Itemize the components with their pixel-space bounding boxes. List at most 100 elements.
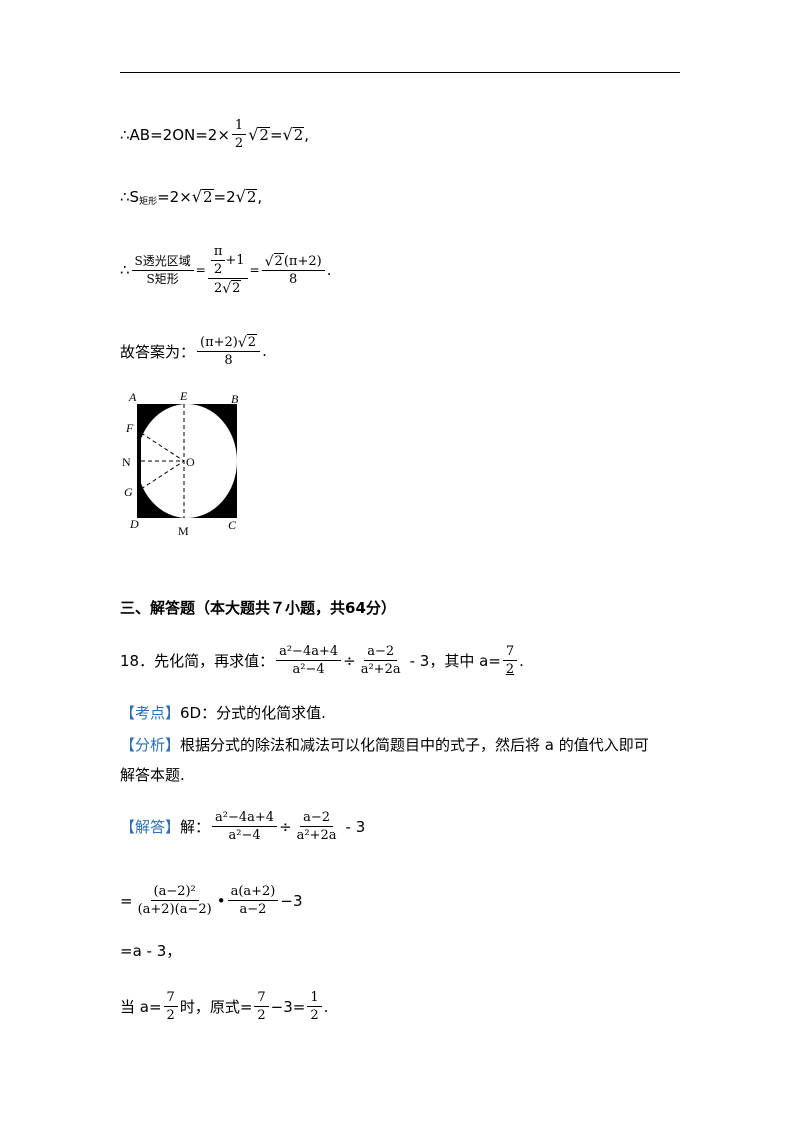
kaodian-line: 【考点】 6D：分式的化简求值. bbox=[120, 702, 326, 723]
tag: 【考点】 bbox=[120, 704, 181, 722]
text: 故答案为： bbox=[120, 342, 196, 361]
text: =2× bbox=[157, 188, 192, 206]
radicand: 2 bbox=[258, 125, 270, 144]
numerator: 7 bbox=[502, 644, 518, 661]
fraction-answer: (π+2) √2 8 bbox=[197, 334, 261, 368]
label-b: B bbox=[231, 392, 239, 406]
fraction-2: 7 2 bbox=[254, 990, 269, 1023]
numerator: (a−2)² bbox=[150, 884, 199, 901]
text: ∴ bbox=[120, 261, 130, 279]
numerator: S透光区域 bbox=[131, 254, 194, 271]
answer-line: 故答案为： (π+2) √2 8 . bbox=[120, 334, 267, 368]
sqrt: √2 bbox=[248, 124, 270, 144]
denominator: 8 bbox=[289, 272, 298, 287]
radicand: 2 bbox=[292, 125, 305, 144]
label-n: N bbox=[122, 455, 131, 469]
denominator: 2 bbox=[310, 1008, 319, 1023]
solution-line-ab: ∴AB=2ON=2× 1 2 √2 = √2 , bbox=[120, 118, 309, 151]
circle bbox=[137, 404, 237, 518]
sqrt: √2 bbox=[235, 187, 258, 206]
text: −3= bbox=[270, 997, 306, 1016]
solution-line-area: ∴S 矩形 =2× √2 =2 √2 , bbox=[120, 187, 263, 207]
text: = bbox=[249, 263, 260, 277]
sqrt: √2 bbox=[191, 187, 214, 206]
denominator: 2 √2 bbox=[211, 279, 244, 296]
dashed-lines bbox=[140, 404, 185, 518]
fraction-1: 7 2 bbox=[163, 990, 178, 1023]
denominator: a²+2a bbox=[360, 662, 401, 677]
label-c: C bbox=[228, 518, 237, 532]
jieda-line: 【解答】 解： a²−4a+4 a²−4 ÷ a−2 a²+2a - 3 bbox=[120, 810, 365, 843]
fraction-half: 1 2 bbox=[231, 118, 247, 151]
text: 根据分式的除法和减法可以化简题目中的式子，然后将 a 的值代入即可 bbox=[180, 736, 649, 754]
denominator: a−2 bbox=[239, 902, 267, 917]
step-3: 当 a= 7 2 时，原式= 7 2 −3= 1 2 . bbox=[120, 990, 328, 1023]
label-d: D bbox=[129, 517, 139, 531]
text: = bbox=[269, 125, 283, 144]
numerator: a(a+2) bbox=[227, 884, 279, 901]
text: • bbox=[216, 891, 226, 910]
numerator: π 2 +1 bbox=[207, 244, 248, 279]
header-rule bbox=[120, 72, 680, 73]
tag: 【解答】 bbox=[120, 818, 181, 836]
text: ∴AB=2ON=2× bbox=[120, 125, 230, 144]
label-g: G bbox=[124, 485, 133, 499]
fenxi-line-2: 解答本题. bbox=[120, 766, 185, 784]
sqrt: √2 bbox=[264, 253, 284, 270]
text: 时，原式= bbox=[179, 998, 253, 1016]
fraction-2: a−2 a²+2a bbox=[294, 810, 340, 843]
numerator: 7 bbox=[163, 990, 178, 1007]
text: +1 bbox=[225, 253, 245, 268]
denominator: 8 bbox=[224, 353, 233, 368]
text: =2 bbox=[213, 188, 236, 206]
text: ÷ bbox=[343, 651, 356, 670]
subscript: 矩形 bbox=[139, 196, 158, 207]
numerator: a²−4a+4 bbox=[276, 644, 342, 661]
text: −3 bbox=[280, 891, 303, 910]
step-2: =a - 3， bbox=[120, 942, 182, 960]
fraction-pi-half: π 2 bbox=[210, 244, 226, 277]
radicand: 2 bbox=[245, 188, 258, 206]
left-edge bbox=[137, 404, 141, 518]
fraction-a-value: 7 2 bbox=[502, 644, 518, 677]
denominator: a²−4 bbox=[228, 828, 261, 843]
radicand: 2 bbox=[231, 280, 242, 296]
numerator: 7 bbox=[254, 990, 269, 1007]
text: , bbox=[257, 188, 263, 206]
label-f: F bbox=[125, 421, 134, 435]
sqrt: √2 bbox=[222, 280, 242, 297]
text: - 3，其中 a= bbox=[409, 652, 501, 670]
text: - 3 bbox=[345, 817, 366, 836]
section-title: 三、解答题（本大题共７小题，共64分） bbox=[120, 599, 396, 617]
text: (π+2) bbox=[283, 254, 322, 269]
text: (π+2) bbox=[200, 335, 238, 350]
text: 6D：分式的化简求值. bbox=[180, 704, 326, 722]
fraction-1: a²−4a+4 a²−4 bbox=[212, 810, 278, 843]
denominator: 2 bbox=[213, 262, 223, 277]
text: 2 bbox=[213, 281, 223, 296]
fraction-1: (a−2)² (a+2)(a−2) bbox=[135, 884, 215, 917]
fraction-3: 1 2 bbox=[307, 990, 322, 1023]
label-o: O bbox=[186, 455, 195, 469]
radicand: 2 bbox=[273, 253, 284, 269]
denominator: 2 bbox=[166, 1008, 175, 1023]
text: ÷ bbox=[279, 817, 292, 836]
tag: 【分析】 bbox=[120, 736, 181, 754]
denominator: S矩形 bbox=[146, 271, 179, 286]
text: , bbox=[304, 125, 310, 144]
solution-line-ratio: ∴ S透光区域 S矩形 = π 2 +1 2 √2 = √2 (π+2) 8 . bbox=[120, 244, 331, 296]
denominator: 2 bbox=[257, 1008, 266, 1023]
text: . bbox=[326, 261, 332, 279]
text: = bbox=[120, 891, 133, 910]
text: . bbox=[262, 342, 267, 360]
label-e: E bbox=[179, 389, 188, 403]
denominator: a²+2a bbox=[296, 828, 337, 843]
numerator: 1 bbox=[231, 118, 247, 135]
fraction-complex: π 2 +1 2 √2 bbox=[207, 244, 248, 296]
label-m: M bbox=[178, 524, 189, 538]
numerator: a−2 bbox=[300, 810, 334, 827]
numerator: (π+2) √2 bbox=[197, 334, 261, 352]
denominator: 2 bbox=[234, 136, 244, 151]
geometry-figure: A E B F N O G D M C bbox=[122, 389, 239, 538]
step-1: = (a−2)² (a+2)(a−2) • a(a+2) a−2 −3 bbox=[120, 884, 303, 917]
